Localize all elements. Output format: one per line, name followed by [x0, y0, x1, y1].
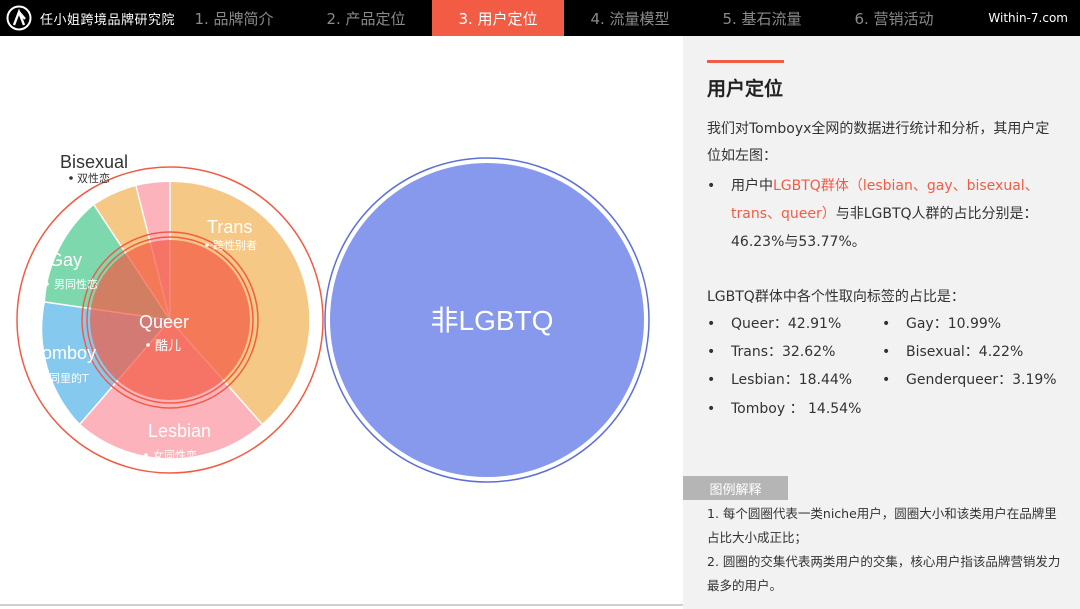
stat-bisexual: Bisexual：4.22%: [882, 341, 1023, 361]
bullet-suffix: 与非LGBTQ人群的占比分别是：46.23%与53.77%。: [731, 206, 1038, 250]
legend-notes: 1. 每个圆圈代表一类niche用户，圆圈大小和该类用户在品牌里占比大小成正比；…: [707, 502, 1067, 598]
brand-logo-icon: [6, 5, 32, 31]
non-lgbtq-ring: [324, 157, 650, 483]
queer-circle: [90, 240, 250, 400]
panel-title: 用户定位: [707, 78, 784, 100]
gay-label: Gay: [49, 250, 82, 270]
lgbtq-share-bullet: • 用户中LGBTQ群体（lesbian、gay、bisexual、trans、…: [707, 172, 1067, 256]
legend-note-1: 1. 每个圆圈代表一类niche用户，圆圈大小和该类用户在品牌里占比大小成正比；: [707, 506, 1057, 545]
user-segment-diagram: 非LGBTQ Bisexual 双性恋 Trans 跨性别者 Gay 男同性恋 …: [16, 152, 650, 483]
tab-traffic-model[interactable]: 4. 流量模型: [590, 9, 670, 28]
brand-name: 任小姐跨境品牌研究院: [40, 12, 176, 28]
stat-lesbian: Lesbian：18.44%: [707, 369, 852, 389]
stat-gay: Gay：10.99%: [882, 313, 1001, 333]
non-lgbtq-label: 非LGBTQ: [431, 305, 554, 336]
intro-text: 我们对Tomboyx全网的数据进行统计和分析，其用户定位如左图：: [707, 121, 1050, 164]
bullet-prefix: 用户中: [731, 178, 773, 194]
stat-tomboy: Tomboy ： 14.54%: [707, 398, 861, 418]
legend-note-2: 2. 圆圈的交集代表两类用户的交集，核心用户指该品牌营销发力最多的用户。: [707, 554, 1061, 593]
tab-marketing[interactable]: 6. 营销活动: [854, 9, 934, 28]
site-link[interactable]: Within-7.com: [988, 11, 1068, 25]
bisexual-label: Bisexual: [60, 152, 128, 172]
info-panel: 用户定位 我们对Tomboyx全网的数据进行统计和分析，其用户定位如左图： • …: [683, 36, 1080, 609]
bullet-dot: •: [707, 178, 716, 194]
stats-title: LGBTQ群体中各个性取向标签的占比是：: [707, 289, 965, 305]
tomboy-label: Tomboy: [33, 343, 96, 363]
non-lgbtq-circle: [330, 163, 644, 477]
lesbian-label: Lesbian: [148, 421, 211, 441]
gay-sublabel: 男同性恋: [54, 277, 98, 291]
tab-user-positioning[interactable]: 3. 用户定位: [432, 0, 564, 36]
trans-sublabel: 跨性别者: [213, 238, 257, 252]
title-accent: [707, 60, 784, 63]
legend-tag: 图例解释: [683, 476, 788, 500]
brand[interactable]: 任小姐跨境品牌研究院: [6, 3, 175, 33]
section-tabs: 1. 品牌简介 2. 产品定位 3. 用户定位 4. 流量模型 5. 基石流量 …: [168, 0, 960, 36]
lgbtq-outer-ring: [16, 166, 324, 474]
stat-queer: Queer：42.91%: [707, 313, 841, 333]
queer-label: Queer: [139, 312, 189, 332]
lesbian-sublabel: 女同性恋: [153, 448, 197, 462]
bisexual-sublabel: 双性恋: [77, 171, 110, 185]
trans-label: Trans: [207, 217, 252, 237]
bottom-divider: [0, 604, 683, 606]
stat-genderqueer: Genderqueer：3.19%: [882, 369, 1057, 389]
tab-brand-intro[interactable]: 1. 品牌简介: [194, 9, 274, 28]
tab-product-positioning[interactable]: 2. 产品定位: [326, 9, 406, 28]
top-nav-bar: 任小姐跨境品牌研究院 1. 品牌简介 2. 产品定位 3. 用户定位 4. 流量…: [0, 0, 1080, 36]
tab-base-traffic[interactable]: 5. 基石流量: [722, 9, 802, 28]
stat-trans: Trans：32.62%: [707, 341, 835, 361]
queer-inner-ring: [86, 236, 254, 404]
queer-outer-ring: [81, 231, 259, 409]
tomboy-sublabel: 女同里的T: [38, 371, 89, 385]
bullet-highlight: LGBTQ群体（lesbian、gay、bisexual、trans、queer…: [731, 178, 1039, 222]
queer-sublabel: 酷儿: [155, 339, 181, 354]
